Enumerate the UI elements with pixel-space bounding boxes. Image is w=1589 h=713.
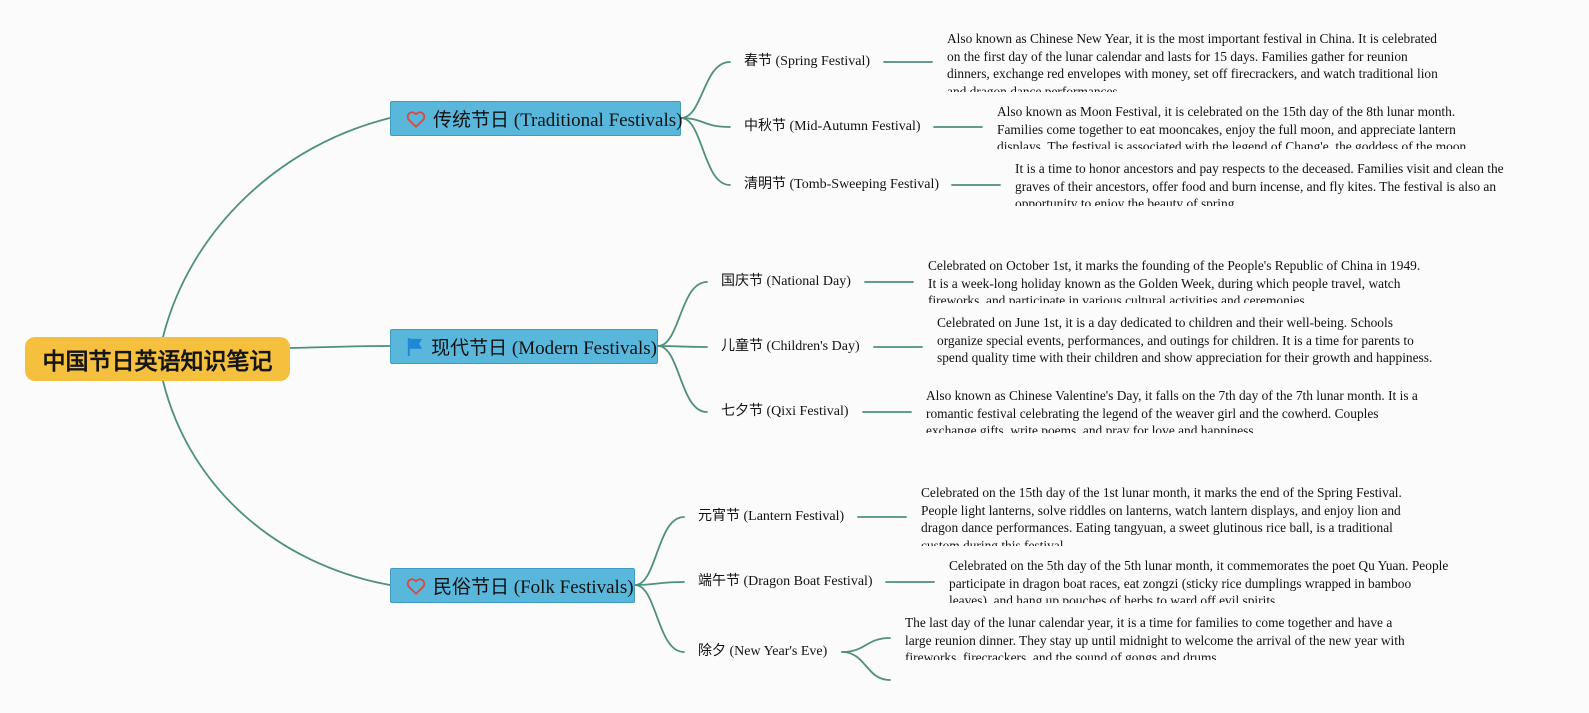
connector-branch-2-leaf-1 — [634, 581, 685, 586]
leaf-new-years-eve[interactable]: 除夕 (New Year's Eve) — [698, 644, 828, 659]
leaf-tomb-sweeping-festival[interactable]: 清明节 (Tomb-Sweeping Festival) — [744, 177, 939, 192]
connector-branch-1-leaf-0 — [657, 281, 708, 347]
connector-root-folk — [162, 380, 391, 586]
connector-root-traditional — [162, 117, 391, 338]
note-new-years-eve: The last day of the lunar calendar year,… — [905, 615, 1405, 660]
note-tomb-sweeping-festival: It is a time to honor ancestors and pay … — [1015, 161, 1504, 206]
note-dragon-boat-festival: Celebrated on the 5th day of the 5th lun… — [949, 558, 1449, 603]
connector-branch-2-leaf-2 — [634, 584, 685, 653]
root-topic[interactable]: 中国节日英语知识笔记 — [25, 337, 290, 381]
note-spring-festival: Also known as Chinese New Year, it is th… — [947, 31, 1438, 92]
branch-traditional-festivals[interactable]: 传统节日 (Traditional Festivals) — [390, 101, 683, 136]
leaf-dragon-boat-festival[interactable]: 端午节 (Dragon Boat Festival) — [698, 574, 873, 589]
note-lantern-festival: Celebrated on the 15th day of the 1st lu… — [921, 485, 1402, 546]
leaf-spring-festival[interactable]: 春节 (Spring Festival) — [744, 54, 870, 69]
leaf-childrens-day[interactable]: 儿童节 (Children's Day) — [721, 339, 860, 354]
connector-root-modern — [289, 345, 391, 349]
note-mid-autumn-festival: Also known as Moon Festival, it is celeb… — [997, 104, 1470, 149]
branch-folk-festivals[interactable]: 民俗节日 (Folk Festivals) — [390, 568, 635, 603]
note-childrens-day: Celebrated on June 1st, it is a day dedi… — [937, 315, 1433, 365]
connector-branch-2-leaf-0 — [634, 516, 685, 586]
leaf-mid-autumn-festival[interactable]: 中秋节 (Mid-Autumn Festival) — [744, 119, 921, 134]
branch-modern-festivals[interactable]: 现代节日 (Modern Festivals) — [390, 329, 658, 364]
connector-nye-note-lower — [841, 651, 891, 681]
note-national-day: Celebrated on October 1st, it marks the … — [928, 258, 1421, 303]
leaf-qixi-festival[interactable]: 七夕节 (Qixi Festival) — [721, 404, 849, 419]
connector-branch-0-leaf-0 — [680, 61, 731, 119]
connector-branch-0-leaf-2 — [680, 117, 731, 186]
flag-icon — [406, 337, 424, 357]
leaf-lantern-festival[interactable]: 元宵节 (Lantern Festival) — [698, 509, 845, 524]
connector-branch-1-leaf-2 — [657, 345, 708, 413]
connector-nye-note-upper — [841, 637, 891, 653]
connector-branch-0-leaf-1 — [680, 117, 731, 128]
branch-label: 民俗节日 (Folk Festivals) — [433, 577, 634, 598]
heart-icon — [406, 576, 426, 596]
leaf-national-day[interactable]: 国庆节 (National Day) — [721, 274, 851, 289]
branch-label: 传统节日 (Traditional Festivals) — [433, 110, 683, 131]
note-qixi-festival: Also known as Chinese Valentine's Day, i… — [926, 388, 1418, 433]
branch-label: 现代节日 (Modern Festivals) — [431, 338, 657, 359]
connector-branch-1-leaf-1 — [657, 345, 708, 348]
heart-icon — [406, 109, 426, 129]
